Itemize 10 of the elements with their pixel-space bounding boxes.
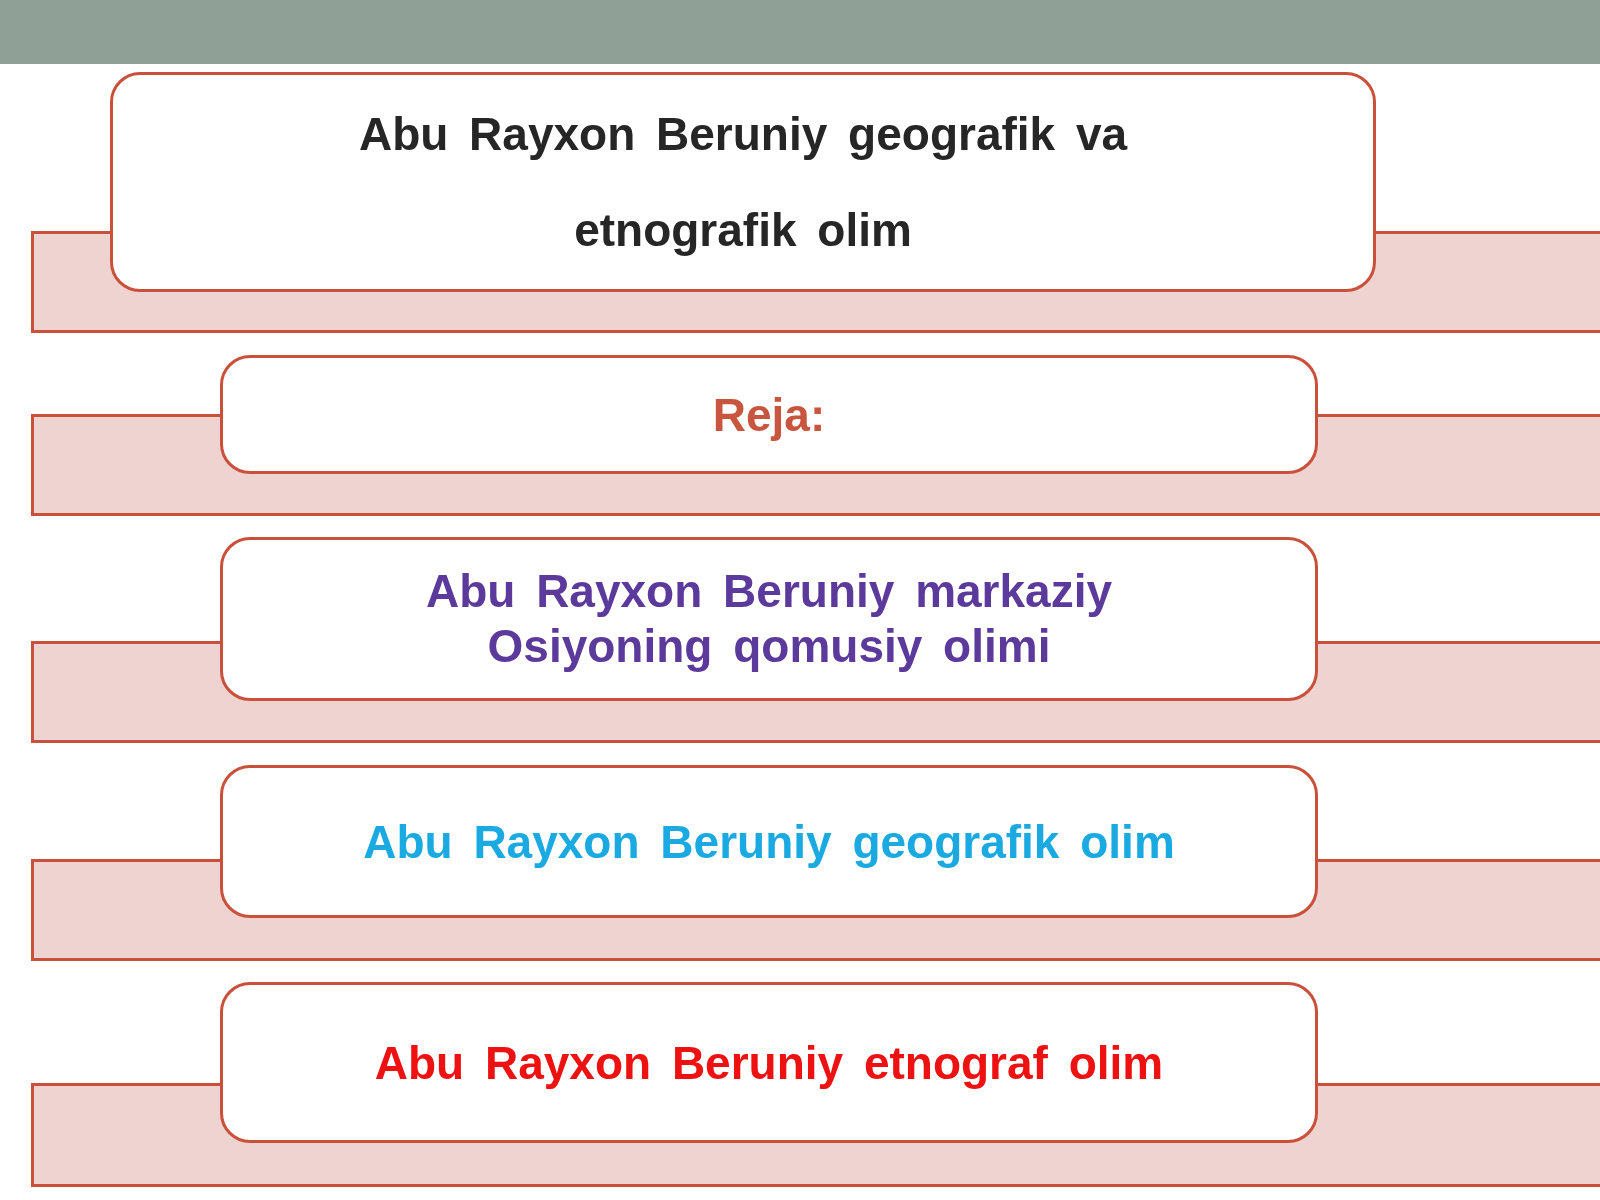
box-text: Abu Rayxon Beruniy geografik va etnografik olim: [357, 107, 1129, 258]
rounded-text-box: [220, 765, 1318, 918]
rounded-text-box: [220, 982, 1318, 1143]
rounded-text-box: [220, 355, 1318, 474]
box-text: Reja:: [712, 387, 826, 443]
box-text: Abu Rayxon Beruniy etnograf olim: [374, 1035, 1164, 1091]
box-text: Abu Rayxon Beruniy markaziy Osiyoning qomusiy olimi: [424, 564, 1114, 674]
rounded-text-box: [110, 72, 1376, 292]
box-text: Abu Rayxon Beruniy geografik olim: [363, 814, 1175, 870]
rounded-text-box: [220, 537, 1318, 701]
